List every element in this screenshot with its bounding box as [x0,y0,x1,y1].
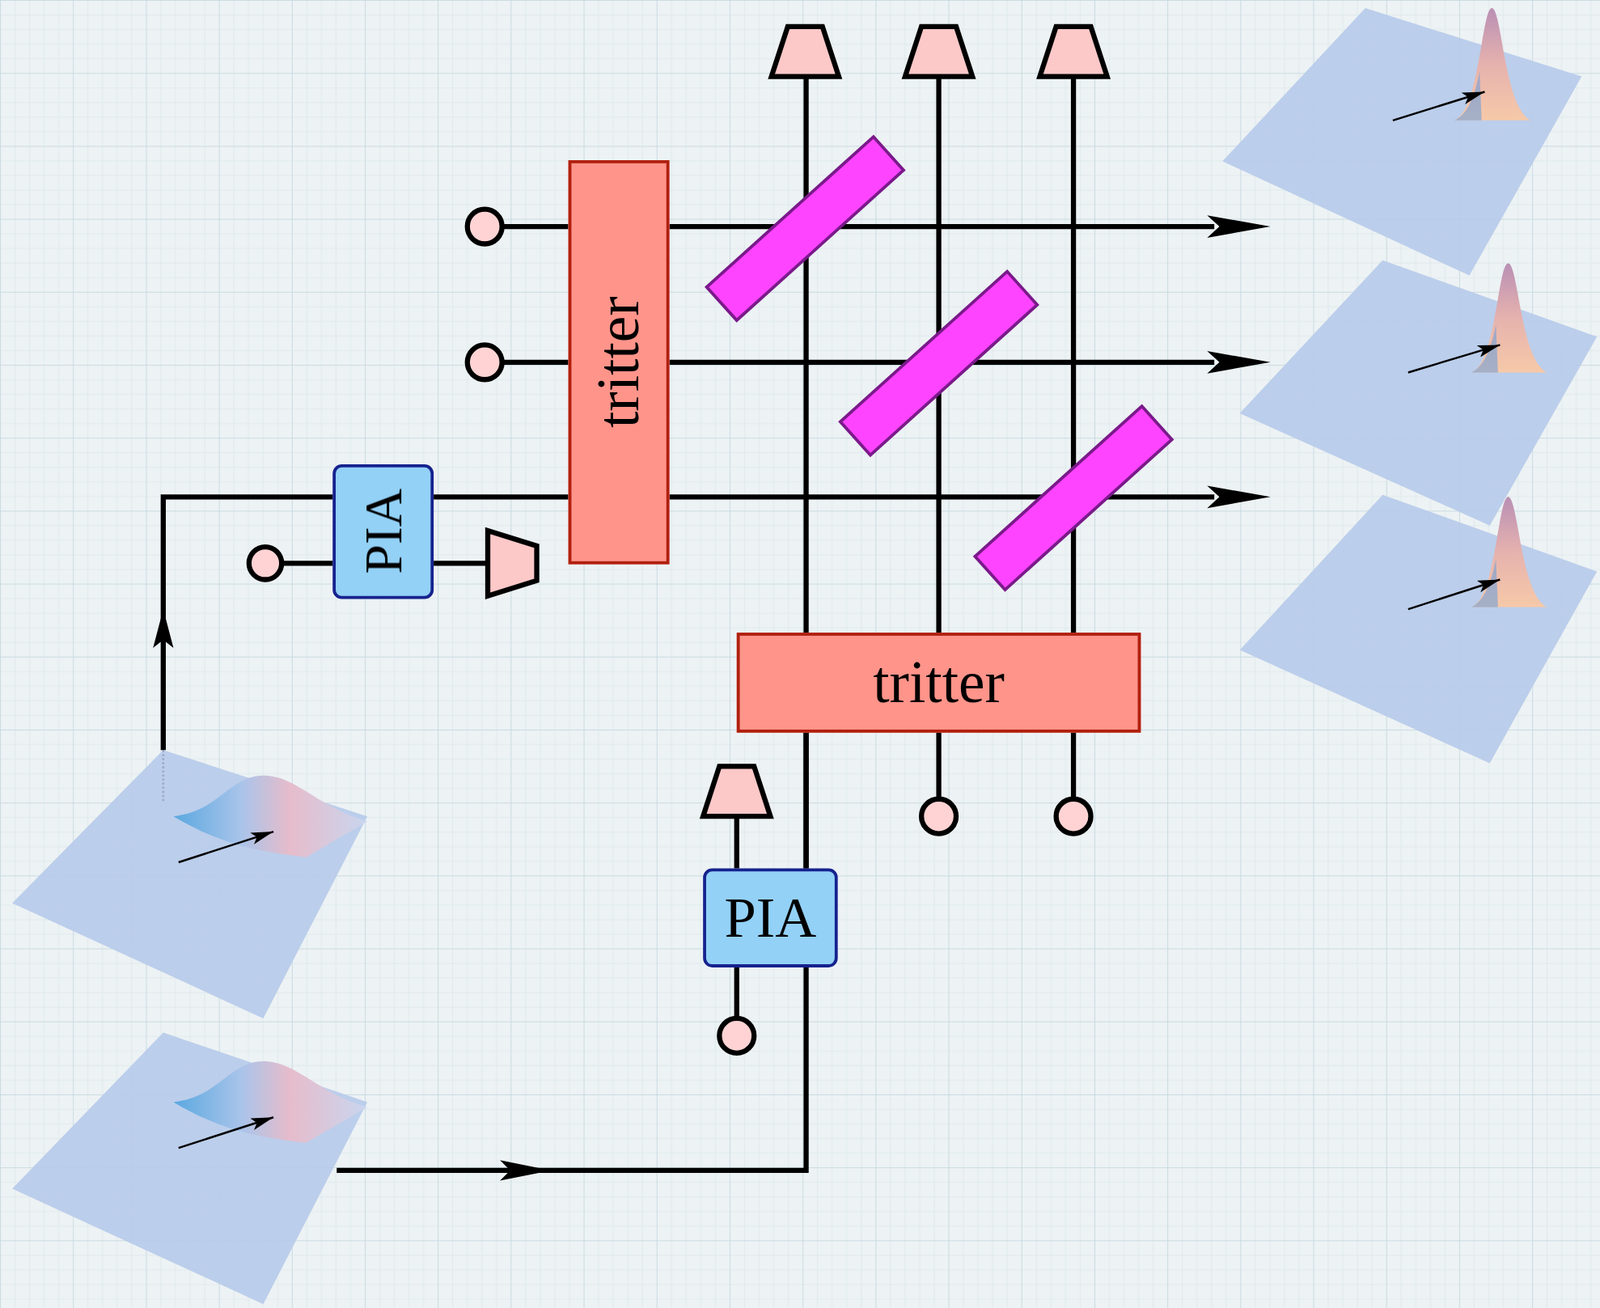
amplifier-box: PIA [332,464,434,600]
beam-splitter [706,136,1173,590]
optical-connector [803,732,809,869]
box-label: tritter [586,296,652,429]
tritter-box: tritter [736,632,1142,733]
arrowhead [152,215,1270,1181]
input-state-plot [12,1032,368,1305]
box-label: PIA [723,886,817,950]
box-label: tritter [872,650,1005,716]
box-label: PIA [354,488,413,575]
input-state-plot [12,749,368,1019]
optical-connector [433,494,569,500]
tritter-box: tritter [568,160,670,565]
output-state-plot [1240,260,1598,526]
output-state-plot [1222,8,1582,276]
amplifier-box: PIA [702,868,839,968]
vacuum-input [249,209,1092,1054]
output-state-plot [1240,495,1598,764]
optical-wire [163,76,1215,1171]
